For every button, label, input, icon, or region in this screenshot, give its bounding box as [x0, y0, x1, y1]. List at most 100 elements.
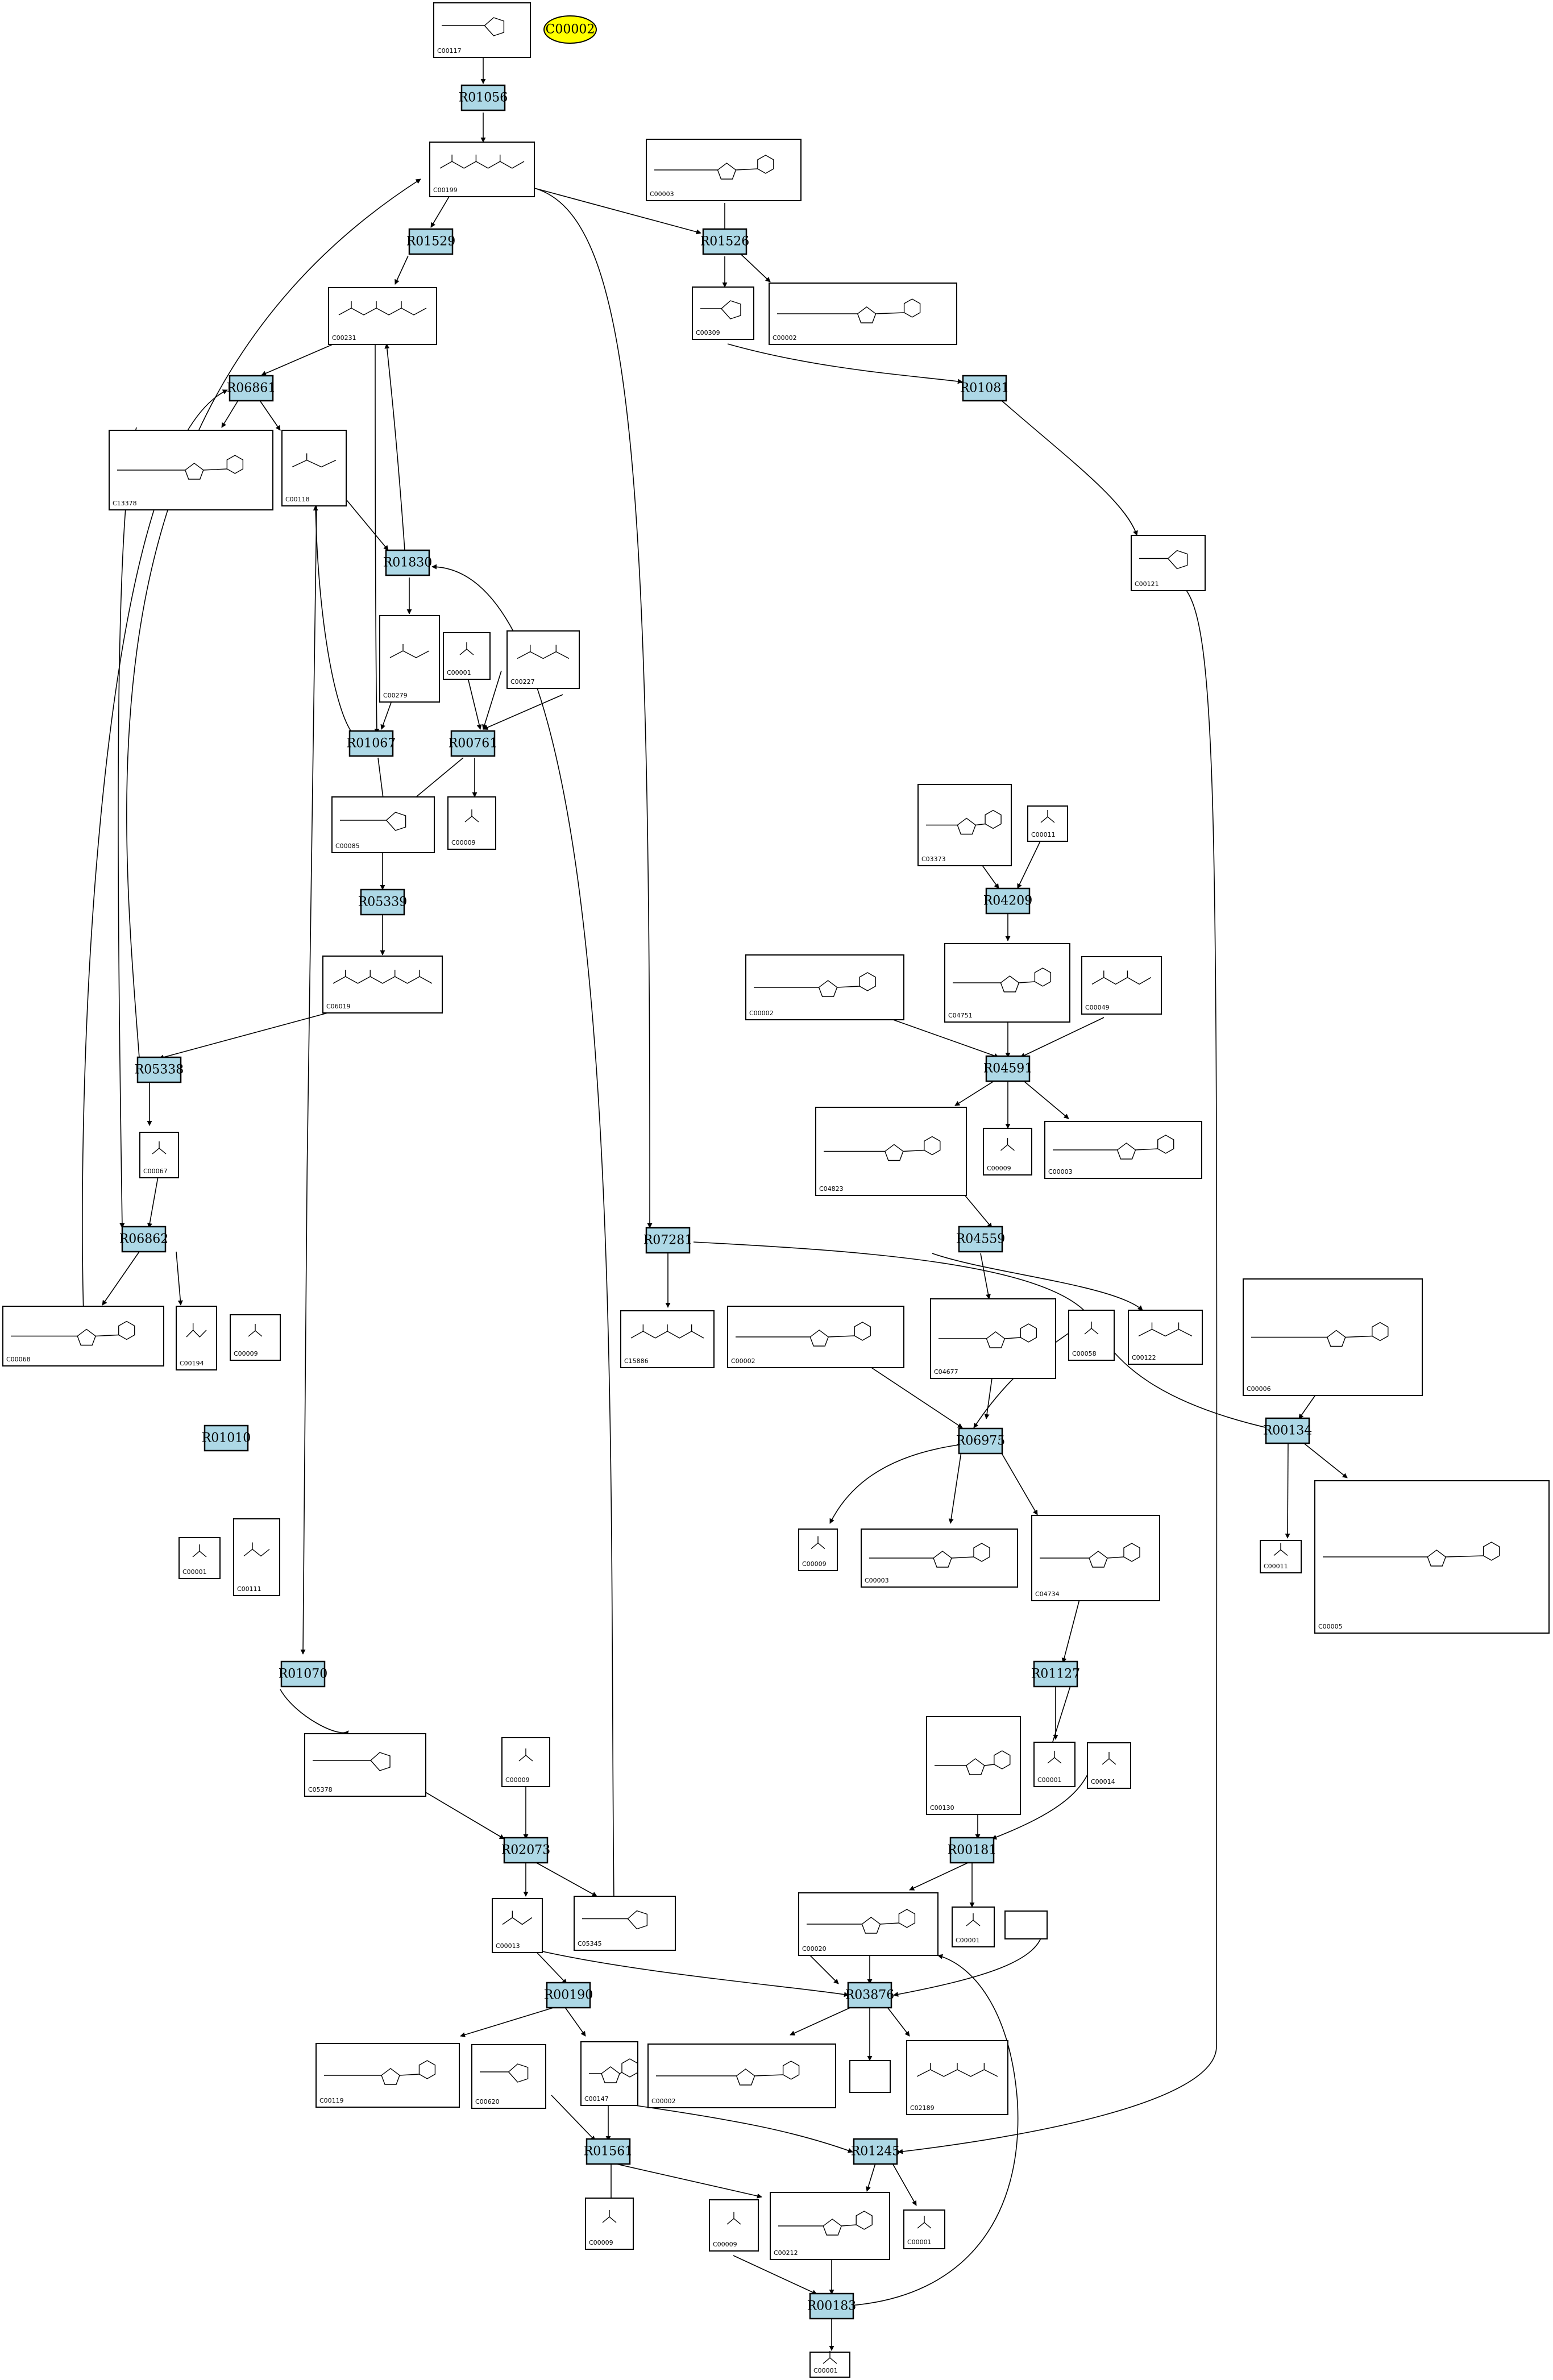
compound-node[interactable]: C00121 — [1131, 535, 1206, 591]
compound-box[interactable] — [798, 1528, 838, 1571]
reaction-box[interactable] — [121, 1226, 167, 1253]
compound-box[interactable] — [1068, 1310, 1115, 1361]
reaction-node[interactable]: R00761 — [449, 730, 498, 757]
reaction-box[interactable] — [229, 375, 274, 402]
compound-node[interactable]: C00085 — [331, 796, 435, 853]
compound-node[interactable]: C00003 — [1044, 1121, 1202, 1179]
reaction-node[interactable]: R00181 — [948, 1837, 997, 1864]
compound-node[interactable]: C04823 — [815, 1107, 967, 1196]
compound-node[interactable]: C04734 — [1031, 1515, 1160, 1601]
reaction-box[interactable] — [360, 888, 405, 916]
compound-node[interactable]: C00058 — [1068, 1310, 1115, 1361]
compound-node[interactable]: C00001 — [903, 2209, 945, 2249]
compound-node[interactable]: C00122 — [1128, 1310, 1203, 1365]
reaction-box[interactable] — [985, 887, 1031, 915]
reaction-node[interactable]: R05338 — [135, 1056, 184, 1083]
compound-box[interactable] — [906, 2040, 1008, 2115]
compound-box[interactable] — [139, 1132, 179, 1178]
compound-node[interactable]: C00006 — [1243, 1278, 1423, 1396]
empty-compound-box[interactable] — [1004, 1910, 1048, 1939]
reaction-box[interactable] — [809, 2292, 854, 2320]
reaction-node[interactable]: R01010 — [202, 1424, 251, 1452]
compound-box[interactable] — [471, 2044, 546, 2109]
reaction-box[interactable] — [460, 84, 506, 111]
compound-box[interactable] — [304, 1733, 426, 1797]
reaction-box[interactable] — [385, 549, 430, 576]
compound-box[interactable] — [983, 1128, 1032, 1176]
reaction-node[interactable]: R04559 — [956, 1226, 1006, 1253]
reaction-box[interactable] — [949, 1837, 995, 1864]
compound-box[interactable] — [379, 615, 440, 703]
compound-node[interactable]: C00009 — [501, 1737, 550, 1787]
compound-box[interactable] — [620, 1310, 715, 1368]
compound-box[interactable] — [1033, 1742, 1076, 1787]
compound-node[interactable]: C00117 — [433, 2, 531, 58]
reaction-node[interactable]: R01561 — [584, 2138, 633, 2165]
reaction-node[interactable]: R01245 — [851, 2138, 900, 2165]
reaction-node[interactable]: R00190 — [544, 1982, 593, 2009]
compound-box[interactable] — [1128, 1310, 1203, 1365]
reaction-node[interactable]: R01526 — [700, 228, 750, 255]
compound-node[interactable]: C00009 — [709, 2199, 759, 2252]
compound-node[interactable]: C00001 — [178, 1537, 221, 1579]
compound-node[interactable]: C00002 — [745, 954, 904, 1020]
reaction-box[interactable] — [503, 1837, 549, 1864]
compound-box[interactable] — [433, 2, 531, 58]
compound-node[interactable]: C00001 — [443, 632, 491, 680]
compound-node[interactable]: C00199 — [429, 142, 535, 197]
highlight-node[interactable]: C00002 — [543, 15, 597, 44]
compound-box[interactable] — [709, 2199, 759, 2252]
reaction-node[interactable]: R01830 — [383, 549, 433, 576]
reaction-node[interactable]: R01529 — [406, 228, 456, 255]
compound-node[interactable]: C00001 — [1033, 1742, 1076, 1787]
compound-box[interactable] — [585, 2198, 634, 2250]
compound-node[interactable]: C04751 — [944, 943, 1070, 1023]
compound-box[interactable] — [745, 954, 904, 1020]
reaction-node[interactable]: R06862 — [119, 1226, 169, 1253]
reaction-node[interactable]: R06861 — [227, 375, 276, 402]
reaction-box[interactable] — [985, 1055, 1031, 1082]
reaction-box[interactable] — [348, 730, 394, 757]
compound-node[interactable]: C00013 — [492, 1898, 543, 1953]
compound-node[interactable]: C00068 — [2, 1306, 164, 1366]
reaction-box[interactable] — [408, 228, 454, 255]
compound-node[interactable]: C00147 — [580, 2041, 638, 2106]
compound-node[interactable]: C00009 — [230, 1314, 281, 1361]
compound-node[interactable]: C00002 — [769, 283, 957, 345]
compound-box[interactable] — [328, 287, 437, 345]
compound-node[interactable]: C00001 — [809, 2351, 850, 2378]
compound-node[interactable]: C00049 — [1081, 956, 1162, 1015]
reaction-node[interactable]: R01081 — [960, 375, 1010, 402]
reaction-box[interactable] — [853, 2138, 898, 2165]
compound-node[interactable]: C00011 — [1027, 805, 1068, 842]
compound-node[interactable]: C13378 — [109, 430, 273, 510]
reaction-box[interactable] — [546, 1982, 591, 2009]
reaction-node[interactable]: R07281 — [643, 1227, 693, 1254]
reaction-node[interactable]: R06975 — [956, 1427, 1006, 1455]
empty-compound-box[interactable] — [849, 2060, 891, 2093]
reaction-node[interactable]: R01070 — [279, 1660, 328, 1688]
compound-node[interactable]: C00620 — [471, 2044, 546, 2109]
highlight-ellipse[interactable] — [543, 15, 597, 44]
compound-box[interactable] — [315, 2043, 460, 2108]
reaction-node[interactable]: R03876 — [845, 1982, 895, 2009]
reaction-box[interactable] — [280, 1660, 326, 1688]
compound-box[interactable] — [322, 956, 443, 1014]
compound-node[interactable]: C00111 — [233, 1518, 280, 1596]
compound-box[interactable] — [281, 430, 347, 506]
reaction-box[interactable] — [702, 228, 748, 255]
compound-box[interactable] — [1131, 535, 1206, 591]
compound-node[interactable]: C00212 — [770, 2192, 890, 2260]
reaction-node[interactable]: R04209 — [983, 887, 1033, 915]
reaction-box[interactable] — [847, 1982, 892, 2009]
compound-box[interactable] — [692, 286, 754, 340]
reaction-box[interactable] — [586, 2138, 631, 2165]
reaction-box[interactable] — [958, 1427, 1003, 1455]
reaction-box[interactable] — [1033, 1660, 1078, 1688]
compound-node[interactable]: C00014 — [1087, 1742, 1131, 1789]
compound-node[interactable]: C00309 — [692, 286, 754, 340]
compound-box[interactable] — [501, 1737, 550, 1787]
reaction-node[interactable]: R04591 — [983, 1055, 1033, 1082]
reaction-node[interactable]: R01056 — [459, 84, 508, 111]
compound-box[interactable] — [443, 632, 491, 680]
